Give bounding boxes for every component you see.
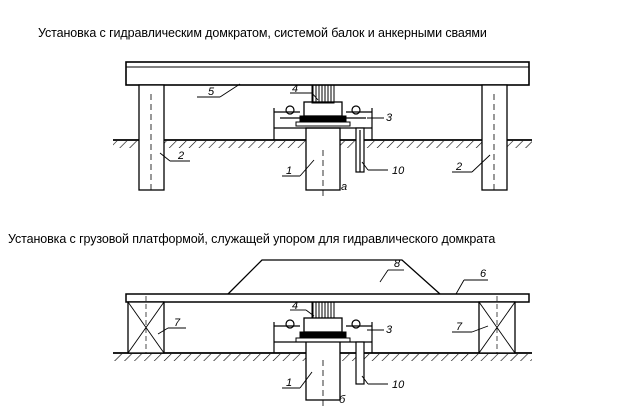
lower-label-crib-left: 7	[174, 317, 181, 329]
lower-load	[227, 259, 441, 295]
upper-label-gauge: 3	[386, 112, 393, 124]
lower-caption: б	[339, 394, 346, 406]
upper-label-beam: 5	[208, 86, 215, 98]
lower-jack	[295, 301, 351, 343]
lower-label-load: 8	[394, 258, 401, 270]
lower-diagram-title: Установка с грузовой платформой, служаще…	[8, 232, 496, 246]
lower-diagram: 8 6 4 3 7 7 1 10 б	[113, 258, 532, 410]
lower-label-dial-support: 10	[392, 379, 405, 391]
upper-anchor-pile-right	[481, 84, 508, 191]
upper-label-anchor-right: 2	[455, 161, 462, 173]
upper-anchor-pile-left	[138, 84, 165, 191]
upper-label-anchor-left: 2	[177, 150, 184, 162]
upper-label-jack: 4	[292, 83, 298, 95]
upper-dial-support	[355, 127, 365, 173]
lower-dial-support	[355, 341, 365, 385]
lower-test-pile	[305, 339, 341, 410]
upper-label-test-pile: 1	[286, 165, 292, 177]
lower-crib-right	[478, 296, 516, 354]
lower-label-crib-right: 7	[456, 321, 463, 333]
upper-caption: а	[341, 181, 347, 193]
lower-label-test-pile: 1	[286, 377, 292, 389]
upper-test-pile	[305, 127, 341, 198]
upper-leaders	[159, 83, 491, 177]
lower-label-gauge: 3	[386, 324, 393, 336]
upper-beam	[125, 61, 530, 86]
upper-diagram-title: Установка с гидравлическим домкратом, си…	[38, 26, 487, 40]
lower-platform	[125, 293, 530, 303]
lower-leaders	[157, 269, 489, 389]
lower-label-jack: 4	[292, 300, 298, 312]
upper-diagram: 5 4 3 2 1 10 2 а	[113, 61, 532, 198]
lower-label-platform: 6	[480, 268, 487, 280]
lower-crib-left	[127, 296, 165, 354]
upper-label-dial-support: 10	[392, 165, 405, 177]
upper-jack	[295, 84, 351, 127]
